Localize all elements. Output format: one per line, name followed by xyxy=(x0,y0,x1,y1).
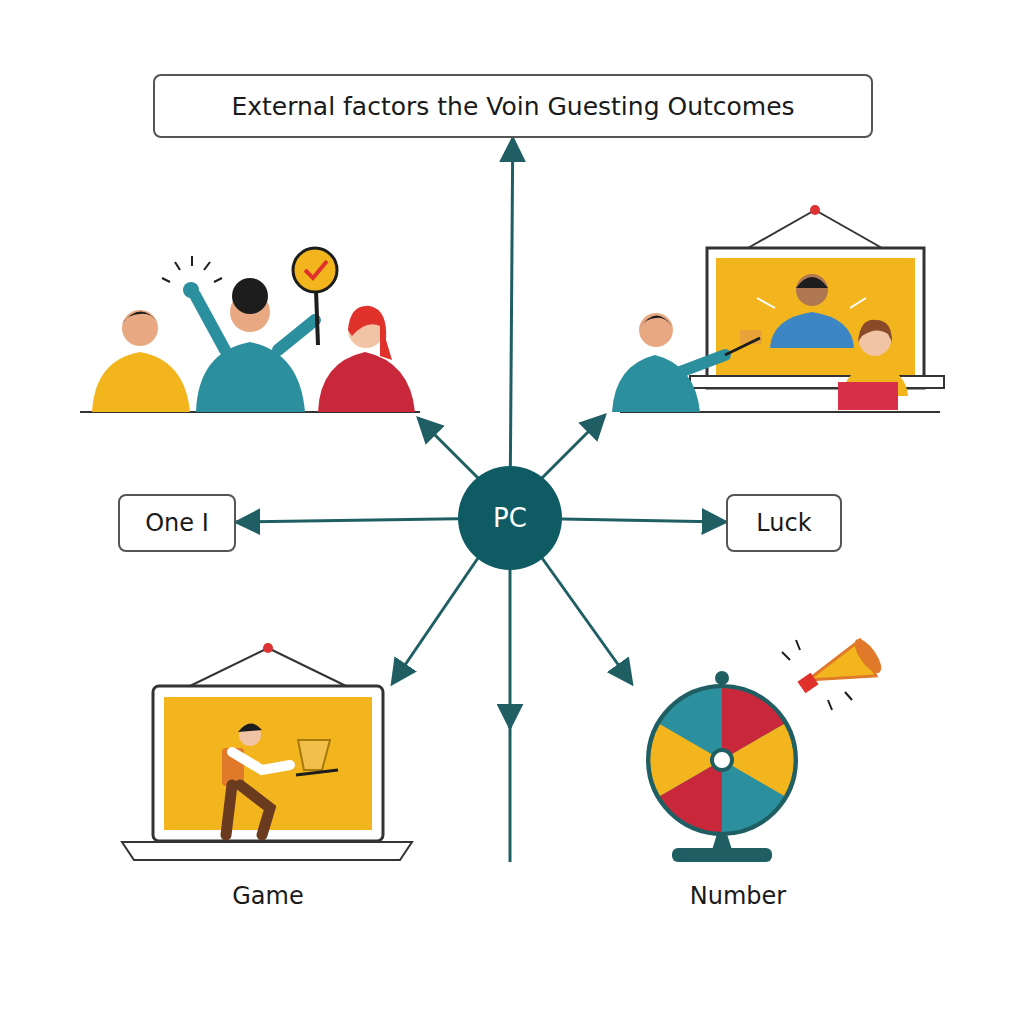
connector-arrow xyxy=(236,519,458,522)
node-text: Luck xyxy=(756,509,811,537)
spoke-lines xyxy=(392,415,632,862)
title-box: External factors the Voin Guesting Outco… xyxy=(153,74,873,138)
illustration-label: Number xyxy=(690,882,786,910)
factor-box: One I xyxy=(118,494,236,552)
node-text: External factors the Voin Guesting Outco… xyxy=(231,92,794,121)
presentation-screen xyxy=(612,205,944,412)
center-circle: PC xyxy=(458,466,562,570)
node-text: One I xyxy=(145,509,209,537)
connector-arrow xyxy=(510,138,512,466)
prize-wheel xyxy=(650,635,886,862)
game-laptop xyxy=(122,643,412,860)
connector-arrow xyxy=(562,519,726,522)
node-text: PC xyxy=(493,503,527,533)
people-group xyxy=(80,248,420,412)
illustration-label: Game xyxy=(232,882,303,910)
factor-box: Luck xyxy=(726,494,842,552)
